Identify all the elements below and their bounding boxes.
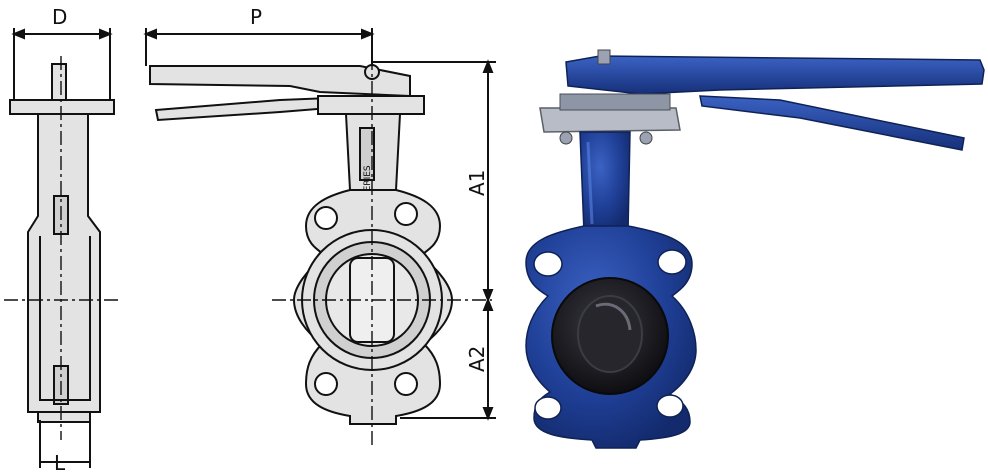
- front-nameplate: [359, 127, 375, 181]
- photo-notch-plate: [539, 107, 681, 133]
- dimension-l: [39, 420, 91, 468]
- side-bottom-lug: [37, 411, 91, 423]
- dimension-a1-label: A1: [465, 170, 489, 196]
- dimension-p-label: P: [250, 5, 262, 29]
- side-view-drawing: D L: [4, 5, 118, 472]
- side-neck: [27, 113, 101, 413]
- dimension-p: [143, 28, 375, 66]
- side-liner: [39, 236, 91, 401]
- front-lever-lower: [154, 96, 331, 122]
- side-top-flange: [9, 99, 115, 115]
- valve-photo: [525, 49, 985, 449]
- photo-disc-highlight: [595, 302, 632, 331]
- photo-lug-hole-bottom-left: [534, 396, 562, 420]
- photo-lever-lower: [699, 95, 965, 151]
- front-view-drawing: P DN-SERIES: [143, 5, 496, 446]
- photo-body-highlight: [586, 141, 594, 225]
- photo-lug-hole-top-right: [657, 249, 687, 275]
- photo-disc: [577, 295, 643, 373]
- photo-lug-hole-top-left: [533, 251, 563, 277]
- photo-lever-upper: [565, 55, 985, 95]
- photo-pivot-bolt: [597, 49, 611, 65]
- photo-plate-bolt-right: [639, 131, 653, 145]
- dimension-l-label: L: [54, 451, 66, 472]
- side-stem: [51, 63, 67, 101]
- photo-plate-bolt-left: [559, 131, 573, 145]
- dimension-a1-a2: [372, 59, 496, 421]
- photo-lug-hole-bottom-right: [656, 394, 684, 418]
- front-notch-plate: [317, 95, 425, 115]
- dimension-a2-label: A2: [465, 346, 489, 372]
- front-lug-hole-top-right: [394, 202, 418, 226]
- dimension-d-label: D: [52, 5, 67, 29]
- front-lug-hole-top-left: [314, 206, 338, 230]
- photo-plate-bracket: [559, 93, 671, 111]
- dimension-d: [11, 28, 113, 100]
- front-lug-hole-bottom-left: [314, 372, 338, 396]
- front-lug-hole-bottom-right: [394, 372, 418, 396]
